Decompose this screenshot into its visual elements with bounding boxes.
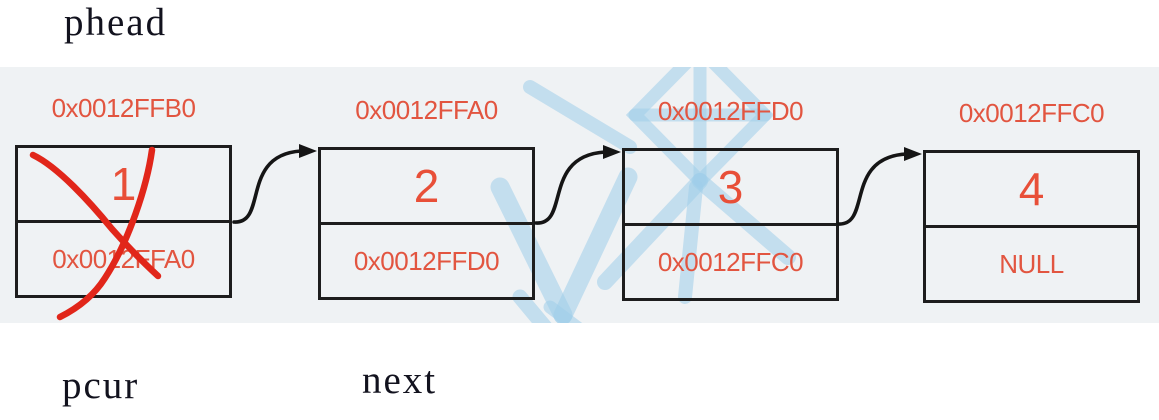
watermark-stroke <box>678 180 703 304</box>
node-address: 0x0012FFB0 <box>51 93 196 123</box>
list-node-2: 0x0012FFA0 2 0x0012FFD0 <box>318 95 535 300</box>
node-address: 0x0012FFC0 <box>958 98 1105 128</box>
watermark-stroke <box>523 80 637 154</box>
watermark <box>490 67 796 323</box>
node-value: 4 <box>926 153 1137 228</box>
pcur-label: pcur <box>62 364 140 407</box>
phead-label: phead <box>64 1 168 44</box>
node-address: 0x0012FFD0 <box>657 96 804 126</box>
node-box: 2 0x0012FFD0 <box>318 147 535 300</box>
node-address: 0x0012FFA0 <box>355 95 498 125</box>
node-value: 2 <box>321 150 532 225</box>
node-next-pointer: 0x0012FFC0 <box>657 246 804 277</box>
node-next-pointer: NULL <box>999 248 1064 279</box>
list-node-1: 0x0012FFB0 1 0x0012FFA0 <box>15 93 232 298</box>
node-value: 1 <box>18 148 229 223</box>
node-next-pointer: 0x0012FFA0 <box>52 243 195 274</box>
watermark-stroke <box>692 173 796 265</box>
watermark-stroke <box>543 300 583 323</box>
next-label: next <box>362 359 438 402</box>
diagram-band <box>0 67 1159 323</box>
watermark-stroke <box>597 173 708 290</box>
watermark-stroke <box>553 167 638 323</box>
node-next-pointer: 0x0012FFD0 <box>353 245 500 276</box>
node-box: 1 0x0012FFA0 <box>15 145 232 298</box>
watermark-stroke <box>512 289 552 323</box>
node-value: 3 <box>625 151 836 226</box>
list-node-4: 0x0012FFC0 4 NULL <box>923 98 1140 303</box>
list-node-3: 0x0012FFD0 3 0x0012FFC0 <box>622 96 839 301</box>
watermark-stroke <box>490 177 573 323</box>
node-box: 4 NULL <box>923 150 1140 303</box>
node-box: 3 0x0012FFC0 <box>622 148 839 301</box>
